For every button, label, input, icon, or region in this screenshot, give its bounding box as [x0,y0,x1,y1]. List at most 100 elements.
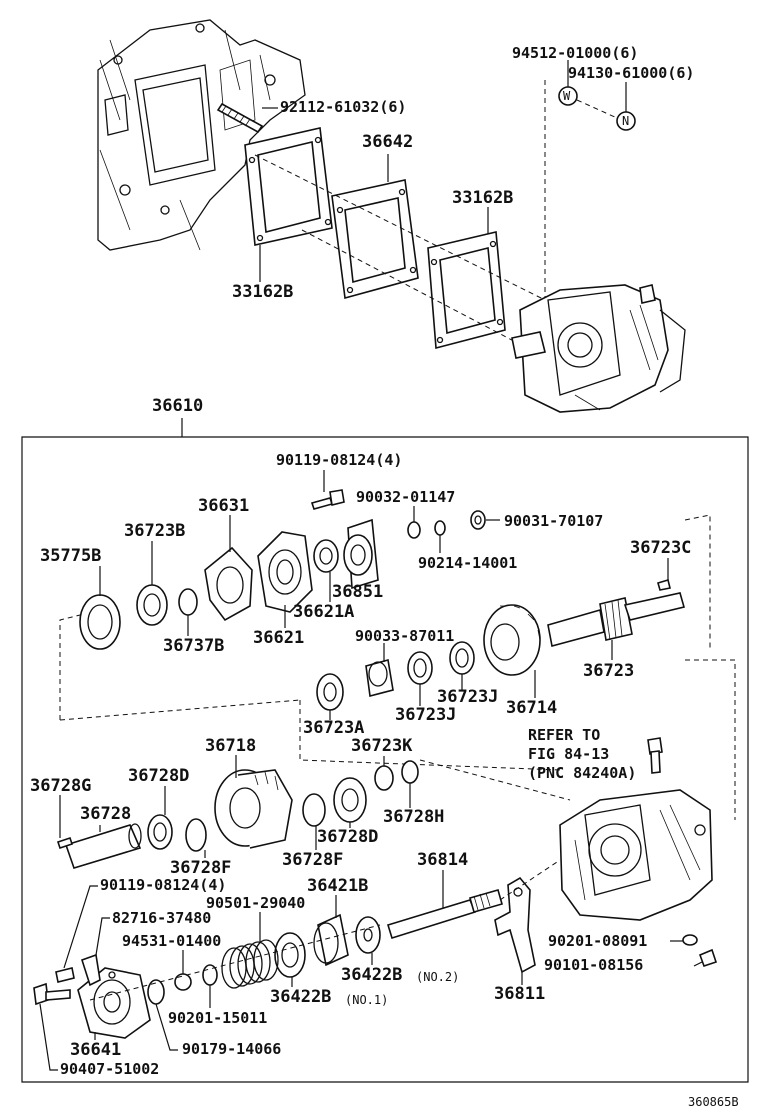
gasket-right [427,231,506,350]
cylinder-cover-36641 [77,967,151,1039]
label-92112: 92112-61032(6) [280,98,407,116]
bolt-refer-fig [647,737,663,774]
label-90201-15011: 90201-15011 [168,1009,268,1027]
label-90214: 90214-14001 [418,554,518,572]
gear-36714 [483,604,541,676]
label-90031: 90031-70107 [504,512,604,530]
retainer-36621 [257,531,313,613]
washer-36422b-no2 [355,916,381,954]
label-36728g: 36728G [30,776,92,796]
key-36723c [657,578,671,591]
label-36723j-right: 36723J [437,687,499,707]
label-36714: 36714 [506,698,558,718]
cup-36422b-no1 [274,932,306,978]
label-36728f-left: 36728F [170,858,232,878]
label-90033: 90033-87011 [355,627,455,645]
washer-36723k [374,765,394,791]
collar-90179 [147,979,165,1005]
washer-90201-08091 [682,934,698,946]
stud-bolt [216,102,264,134]
label-36728d-bottom: 36728D [317,827,379,847]
label-82716: 82716-37480 [112,909,212,927]
needle-bearings-36723j [407,641,475,685]
washers-row1 [407,510,486,539]
diagram-code: 360865B [688,1095,739,1109]
bearing-36723a [316,673,344,711]
label-36811: 36811 [494,984,546,1004]
bearing-36723b [136,584,168,626]
pto-assembly-top [511,284,686,413]
bearing-35775b [79,594,121,650]
label-36728: 36728 [80,804,132,824]
label-36422b-no2: 36422B [341,965,403,985]
label-no2: (NO.2) [416,970,460,984]
label-36642: 36642 [362,132,414,152]
refer-line-2: FIG 84-13 [528,745,610,763]
gasket-left [244,127,333,246]
label-36631: 36631 [198,496,250,516]
bracket-82716 [81,953,101,987]
label-36723: 36723 [583,661,635,681]
shaft-36723 [547,592,685,647]
spring-90501 [221,939,279,989]
refer-line-1: REFER TO [528,726,601,744]
shaft-36814 [386,889,503,940]
piston-36421b [313,913,349,967]
label-36421b: 36421B [307,876,369,896]
gasket-36631 [204,546,253,622]
shift-fork-36811 [494,876,536,974]
label-90201-08091: 90201-08091 [548,932,648,950]
washer-36728h [401,760,419,784]
bearing-36728d-left [147,814,173,850]
bearing-cover-36851 [343,518,379,590]
label-90407: 90407-51002 [60,1060,160,1078]
shaft-36728 [64,823,142,869]
pin-36728g [56,836,74,850]
label-90101: 90101-08156 [544,956,644,974]
gear-36718 [214,769,293,849]
snap-ring-36728f-left [185,818,207,852]
label-no1: (NO.1) [345,993,389,1007]
label-35775b: 35775B [40,546,102,566]
label-94531: 94531-01400 [122,932,222,950]
label-36723a: 36723A [303,718,365,738]
label-36728h: 36728H [383,807,445,827]
refer-line-3: (PNC 84240A) [528,764,637,782]
washer-94531 [174,973,192,991]
adapter-plate [331,179,419,300]
snap-ring-36737b [178,588,198,616]
label-36814: 36814 [417,850,469,870]
label-90119-top: 90119-08124(4) [276,451,403,469]
oil-seal-36621a [313,539,339,573]
bolt-90101 [698,948,718,968]
spacer-90033 [365,658,394,698]
label-36723b: 36723B [124,521,186,541]
pto-housing [559,789,713,921]
label-36610: 36610 [152,396,204,416]
label-90501: 90501-29040 [206,894,306,912]
union-90407 [33,982,71,1006]
snap-ring-36728f-right [302,793,326,827]
bearing-36728d-right [333,777,367,823]
label-90119-bottom: 90119-08124(4) [100,876,227,894]
label-36641: 36641 [70,1040,122,1060]
bolt-90119-bottom [55,967,75,983]
label-36718: 36718 [205,736,257,756]
bolt-90119-top [310,489,345,510]
label-36728d-top: 36728D [128,766,190,786]
label-36723j-left: 36723J [395,705,457,725]
symbol-w: W [563,89,571,103]
label-94512: 94512-01000(6) [512,44,639,62]
label-33162b-left: 33162B [232,282,294,302]
label-36737b: 36737B [163,636,225,656]
label-94130: 94130-61000(6) [568,64,695,82]
label-90179: 90179-14066 [182,1040,282,1058]
label-36422b-no1: 36422B [270,987,332,1007]
label-90032: 90032-01147 [356,488,456,506]
label-36728f-right: 36728F [282,850,344,870]
label-36621a: 36621A [293,602,355,622]
label-36621: 36621 [253,628,305,648]
symbol-n: N [622,114,630,128]
